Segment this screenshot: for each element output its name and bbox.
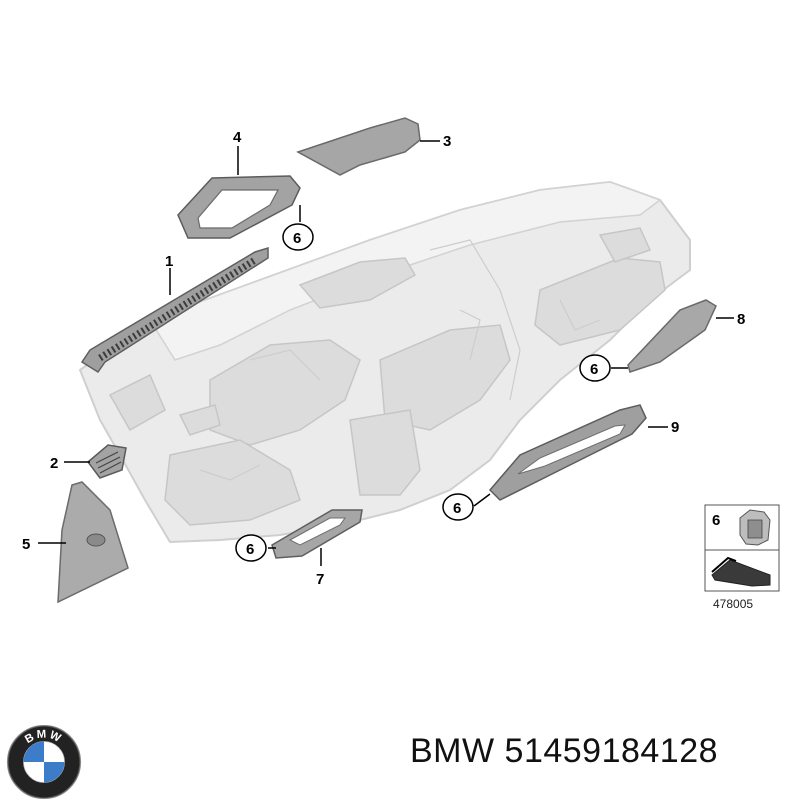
circled-callout-6-lower: 6 [235, 534, 267, 562]
part-3-top-cover[interactable] [296, 117, 421, 176]
dashboard-detail-lines [199, 239, 601, 481]
dashboard-cutouts [108, 227, 666, 526]
legend-item-6: 6 [712, 512, 720, 529]
callout-8: 8 [737, 311, 745, 328]
clip-icon [739, 509, 771, 546]
callout-9: 9 [671, 419, 679, 436]
callout-6-lower-right: 6 [453, 500, 461, 517]
leader-lines [38, 140, 734, 566]
part-9-lower-trim[interactable] [488, 404, 647, 501]
part-1-vent-strip[interactable] [80, 246, 269, 374]
part-4-display-frame[interactable] [177, 175, 301, 239]
circled-callout-6-top: 6 [282, 223, 314, 251]
dashboard-top-surface [148, 181, 662, 361]
part-2-small-vent[interactable] [86, 444, 127, 479]
part-8-right-trim[interactable] [627, 299, 717, 373]
reference-code: 478005 [713, 597, 753, 611]
callout-3: 3 [443, 133, 451, 150]
callout-1: 1 [165, 253, 173, 270]
callout-4: 4 [233, 129, 242, 146]
legend-box: 6 478005 [704, 504, 780, 611]
circled-callout-6-lower-right: 6 [442, 493, 474, 521]
bmw-logo: BMW [6, 724, 82, 800]
callout-7: 7 [316, 571, 324, 588]
part-5-side-cap[interactable] [57, 481, 129, 604]
part-7-small-trim[interactable] [271, 509, 363, 559]
callout-6-top: 6 [293, 230, 301, 247]
callout-6-lower: 6 [246, 541, 254, 558]
part-number-caption: BMW 51459184128 [410, 732, 719, 770]
fastener-icon [711, 556, 771, 587]
callout-5: 5 [22, 536, 30, 553]
svg-text:BMW: BMW [23, 728, 64, 746]
callout-6-right: 6 [590, 361, 598, 378]
callout-2: 2 [50, 455, 58, 472]
circled-callout-6-right: 6 [579, 354, 611, 382]
